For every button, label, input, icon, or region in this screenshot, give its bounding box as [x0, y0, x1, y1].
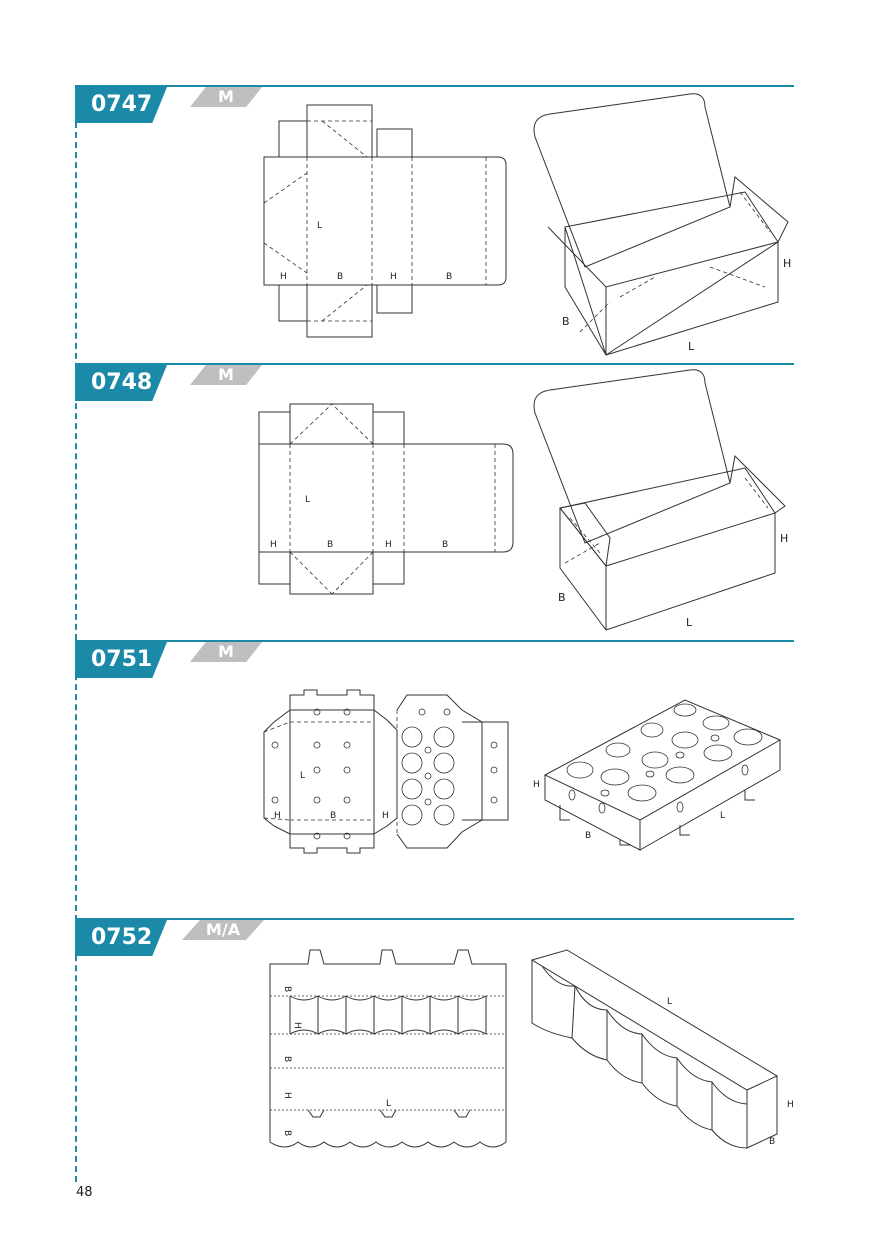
dim-label-h: H [780, 532, 788, 545]
category-tag: M [190, 87, 262, 107]
dim-label-h: H [270, 540, 277, 550]
category-tag: M [190, 642, 262, 662]
dim-label-h: H [533, 780, 540, 790]
dim-label-h: H [292, 1022, 302, 1029]
flat-dieline-0752: B H B H L B [268, 942, 508, 1154]
dim-label-h: H [385, 540, 392, 550]
dim-label-b: B [337, 272, 343, 282]
dim-label-b: B [330, 811, 336, 821]
dim-label-l: L [688, 340, 695, 353]
dim-label-b: B [769, 1137, 775, 1147]
flat-dieline-0748: H B H B L [257, 402, 515, 596]
product-code-tab: 0748 [75, 365, 167, 401]
product-code-tab: 0751 [75, 642, 167, 678]
dim-label-b: B [442, 540, 448, 550]
dim-label-h: H [783, 257, 791, 270]
dim-label-h: H [787, 1100, 794, 1110]
flat-dieline-0747: H B H B L [262, 103, 508, 339]
box-3d-0752: H B L [527, 948, 794, 1154]
dim-label-l: L [305, 495, 310, 505]
box-3d-0748: H B L [530, 368, 788, 633]
page-number: 48 [76, 1185, 93, 1200]
dim-label-b: B [282, 986, 292, 992]
product-code: 0747 [91, 92, 153, 117]
dim-label-l: L [300, 771, 305, 781]
dim-label-l: L [317, 221, 322, 231]
dim-label-l: L [720, 811, 725, 821]
box-3d-0747: H B L [530, 92, 791, 357]
dim-label-h: H [280, 272, 287, 282]
product-code: 0748 [91, 370, 153, 395]
dim-label-b: B [585, 831, 591, 841]
dim-label-h: H [282, 1092, 292, 1099]
section-divider [75, 918, 794, 920]
dim-label-b: B [282, 1130, 292, 1136]
product-code: 0752 [91, 925, 153, 950]
dim-label-l: L [686, 616, 693, 629]
category-tag: M/A [182, 920, 264, 940]
category-tag: M [190, 365, 262, 385]
flat-dieline-0751: H B H L [262, 690, 512, 854]
product-code-tab: 0752 [75, 920, 167, 956]
dim-label-b: B [282, 1056, 292, 1062]
dim-label-l: L [667, 997, 672, 1007]
dim-label-h: H [382, 811, 389, 821]
dim-label-b: B [446, 272, 452, 282]
dim-label-l: L [386, 1099, 391, 1109]
product-code: 0751 [91, 647, 153, 672]
dim-label-b: B [562, 315, 570, 328]
dim-label-b: B [327, 540, 333, 550]
dim-label-b: B [558, 591, 566, 604]
section-divider [75, 640, 794, 642]
dim-label-h: H [274, 811, 281, 821]
section-divider [75, 85, 794, 87]
dim-label-h: H [390, 272, 397, 282]
section-divider [75, 363, 794, 365]
product-code-tab: 0747 [75, 87, 167, 123]
box-3d-0751: H B L [533, 695, 790, 855]
